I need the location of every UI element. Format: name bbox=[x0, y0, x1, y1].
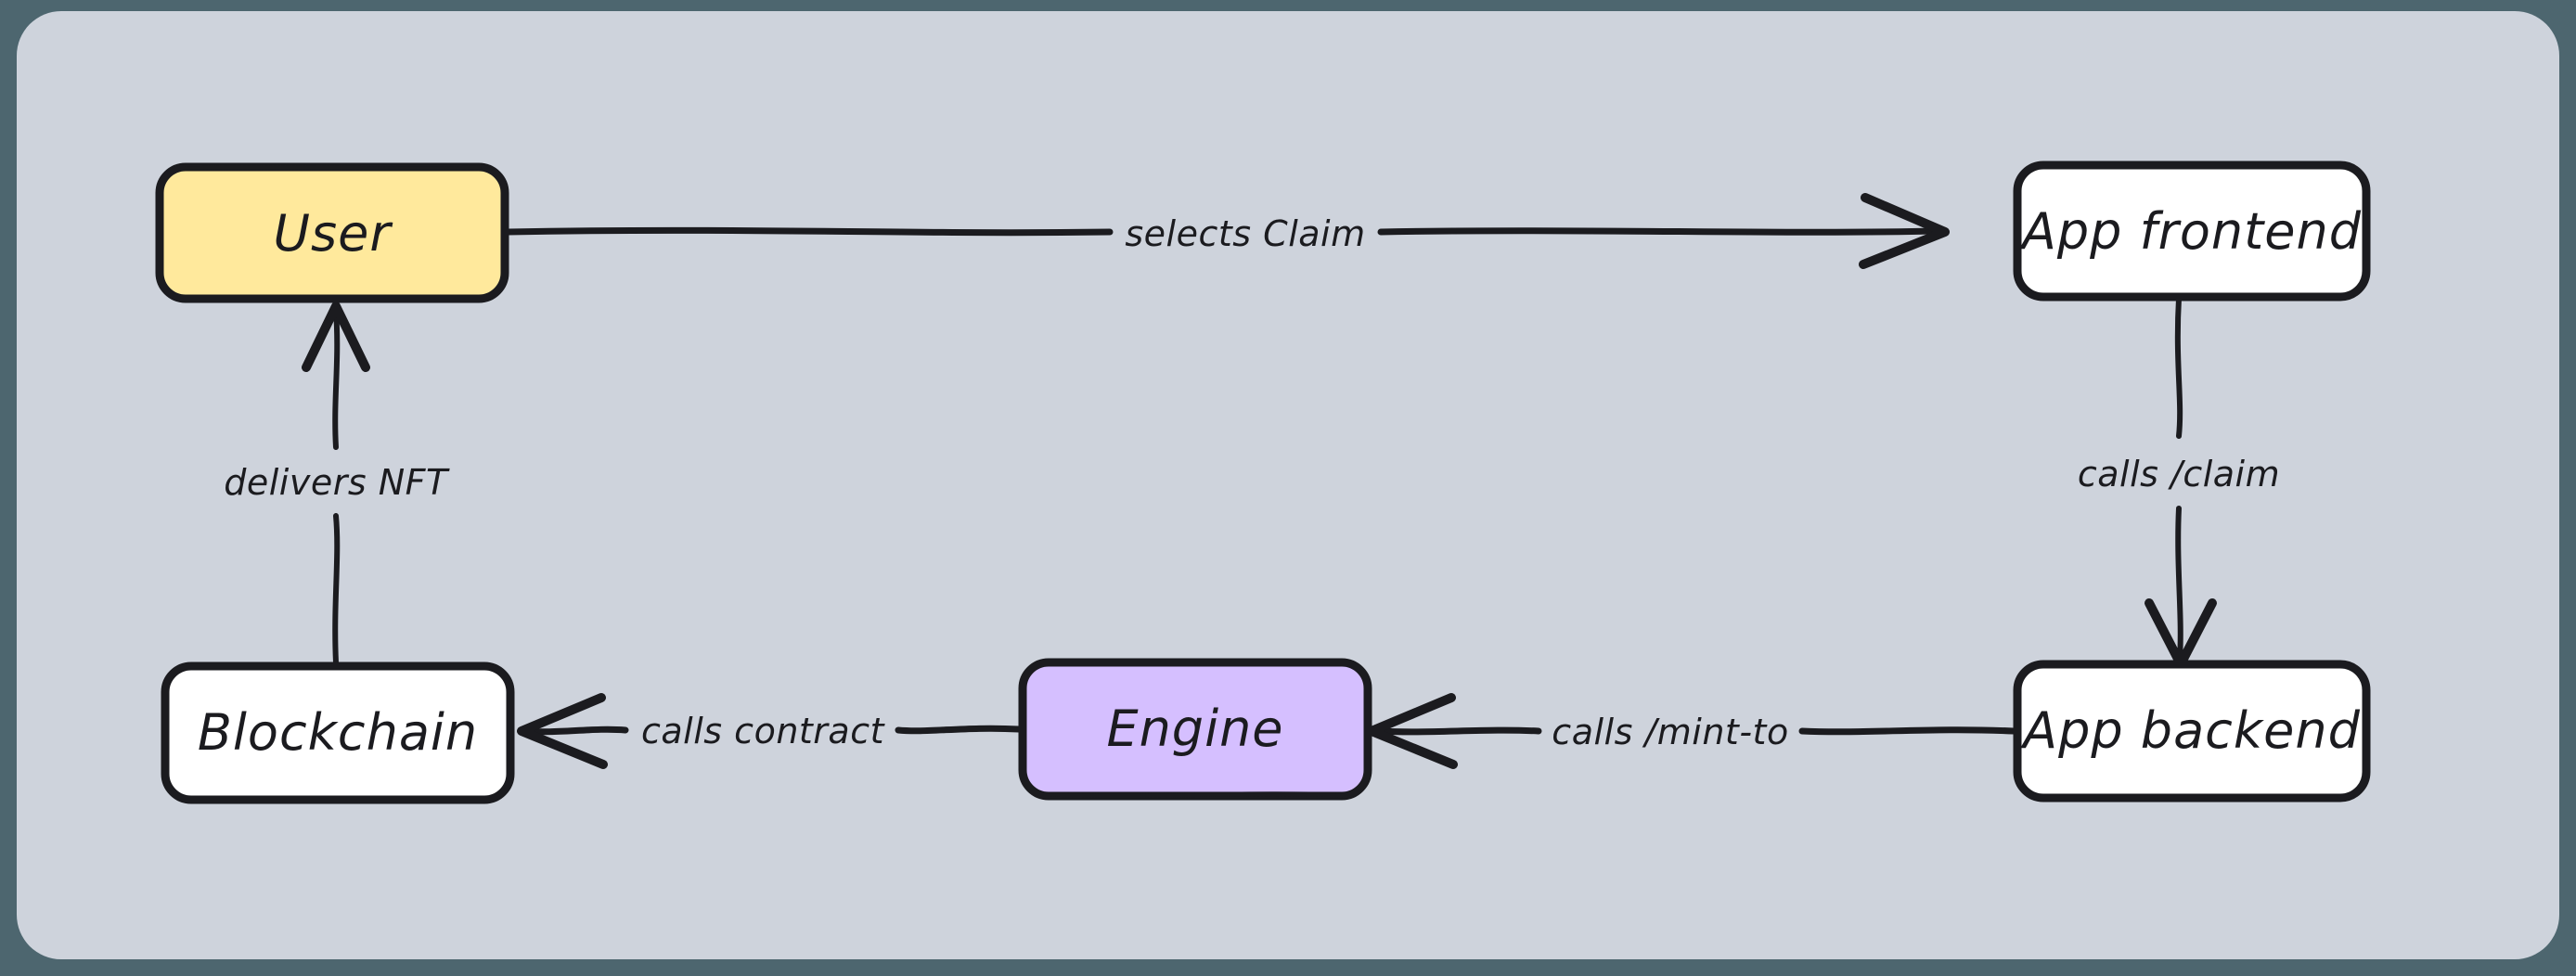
arrowhead-right-icon bbox=[1859, 193, 1950, 269]
edge-line bbox=[1377, 227, 1939, 236]
edge-label-calls-claim: calls /claim bbox=[2078, 454, 2280, 494]
edge-line bbox=[895, 725, 1023, 735]
node-app-frontend-label: App frontend bbox=[2019, 202, 2362, 261]
node-user-label: User bbox=[273, 204, 393, 263]
edge-blockchain-to-user[interactable]: delivers NFT bbox=[224, 302, 450, 665]
edge-line bbox=[505, 226, 1114, 237]
edge-backend-to-engine[interactable]: calls /mint-to bbox=[1367, 693, 2017, 769]
edge-label-selects-claim: selects Claim bbox=[1125, 213, 1365, 254]
edge-line bbox=[332, 307, 341, 450]
node-app-frontend[interactable]: App frontend bbox=[2013, 161, 2371, 302]
edge-line bbox=[2174, 296, 2183, 439]
edge-line bbox=[1375, 726, 1542, 736]
node-engine[interactable]: Engine bbox=[1018, 658, 1372, 801]
node-blockchain-label: Blockchain bbox=[198, 703, 478, 762]
node-app-backend[interactable]: App backend bbox=[2013, 660, 2371, 803]
node-app-backend-shape bbox=[2013, 660, 2371, 803]
edge-line bbox=[332, 513, 341, 665]
diagram-panel bbox=[17, 11, 2559, 959]
edge-line bbox=[2175, 506, 2183, 661]
arrowhead-up-icon bbox=[302, 302, 370, 372]
node-blockchain-shape bbox=[161, 661, 515, 804]
edge-engine-to-blockchain[interactable]: calls contract bbox=[517, 693, 1023, 769]
edge-label-calls-contract: calls contract bbox=[641, 711, 886, 751]
node-user[interactable]: User bbox=[155, 162, 509, 303]
node-app-frontend-shape bbox=[2013, 161, 2371, 302]
edge-label-delivers-nft: delivers NFT bbox=[224, 462, 450, 503]
edge-user-to-frontend[interactable]: selects Claim bbox=[505, 193, 1950, 269]
node-engine-sketch-overlay bbox=[1046, 791, 1346, 798]
edge-label-calls-mint-to: calls /mint-to bbox=[1552, 712, 1788, 752]
edge-line bbox=[1798, 726, 2017, 736]
edge-line bbox=[522, 726, 629, 736]
node-engine-label: Engine bbox=[1106, 700, 1283, 758]
node-app-backend-label: App backend bbox=[2020, 701, 2361, 760]
node-blockchain[interactable]: Blockchain bbox=[161, 661, 515, 804]
node-user-sketch-overlay bbox=[183, 165, 482, 172]
arrowhead-left-icon bbox=[517, 693, 608, 769]
